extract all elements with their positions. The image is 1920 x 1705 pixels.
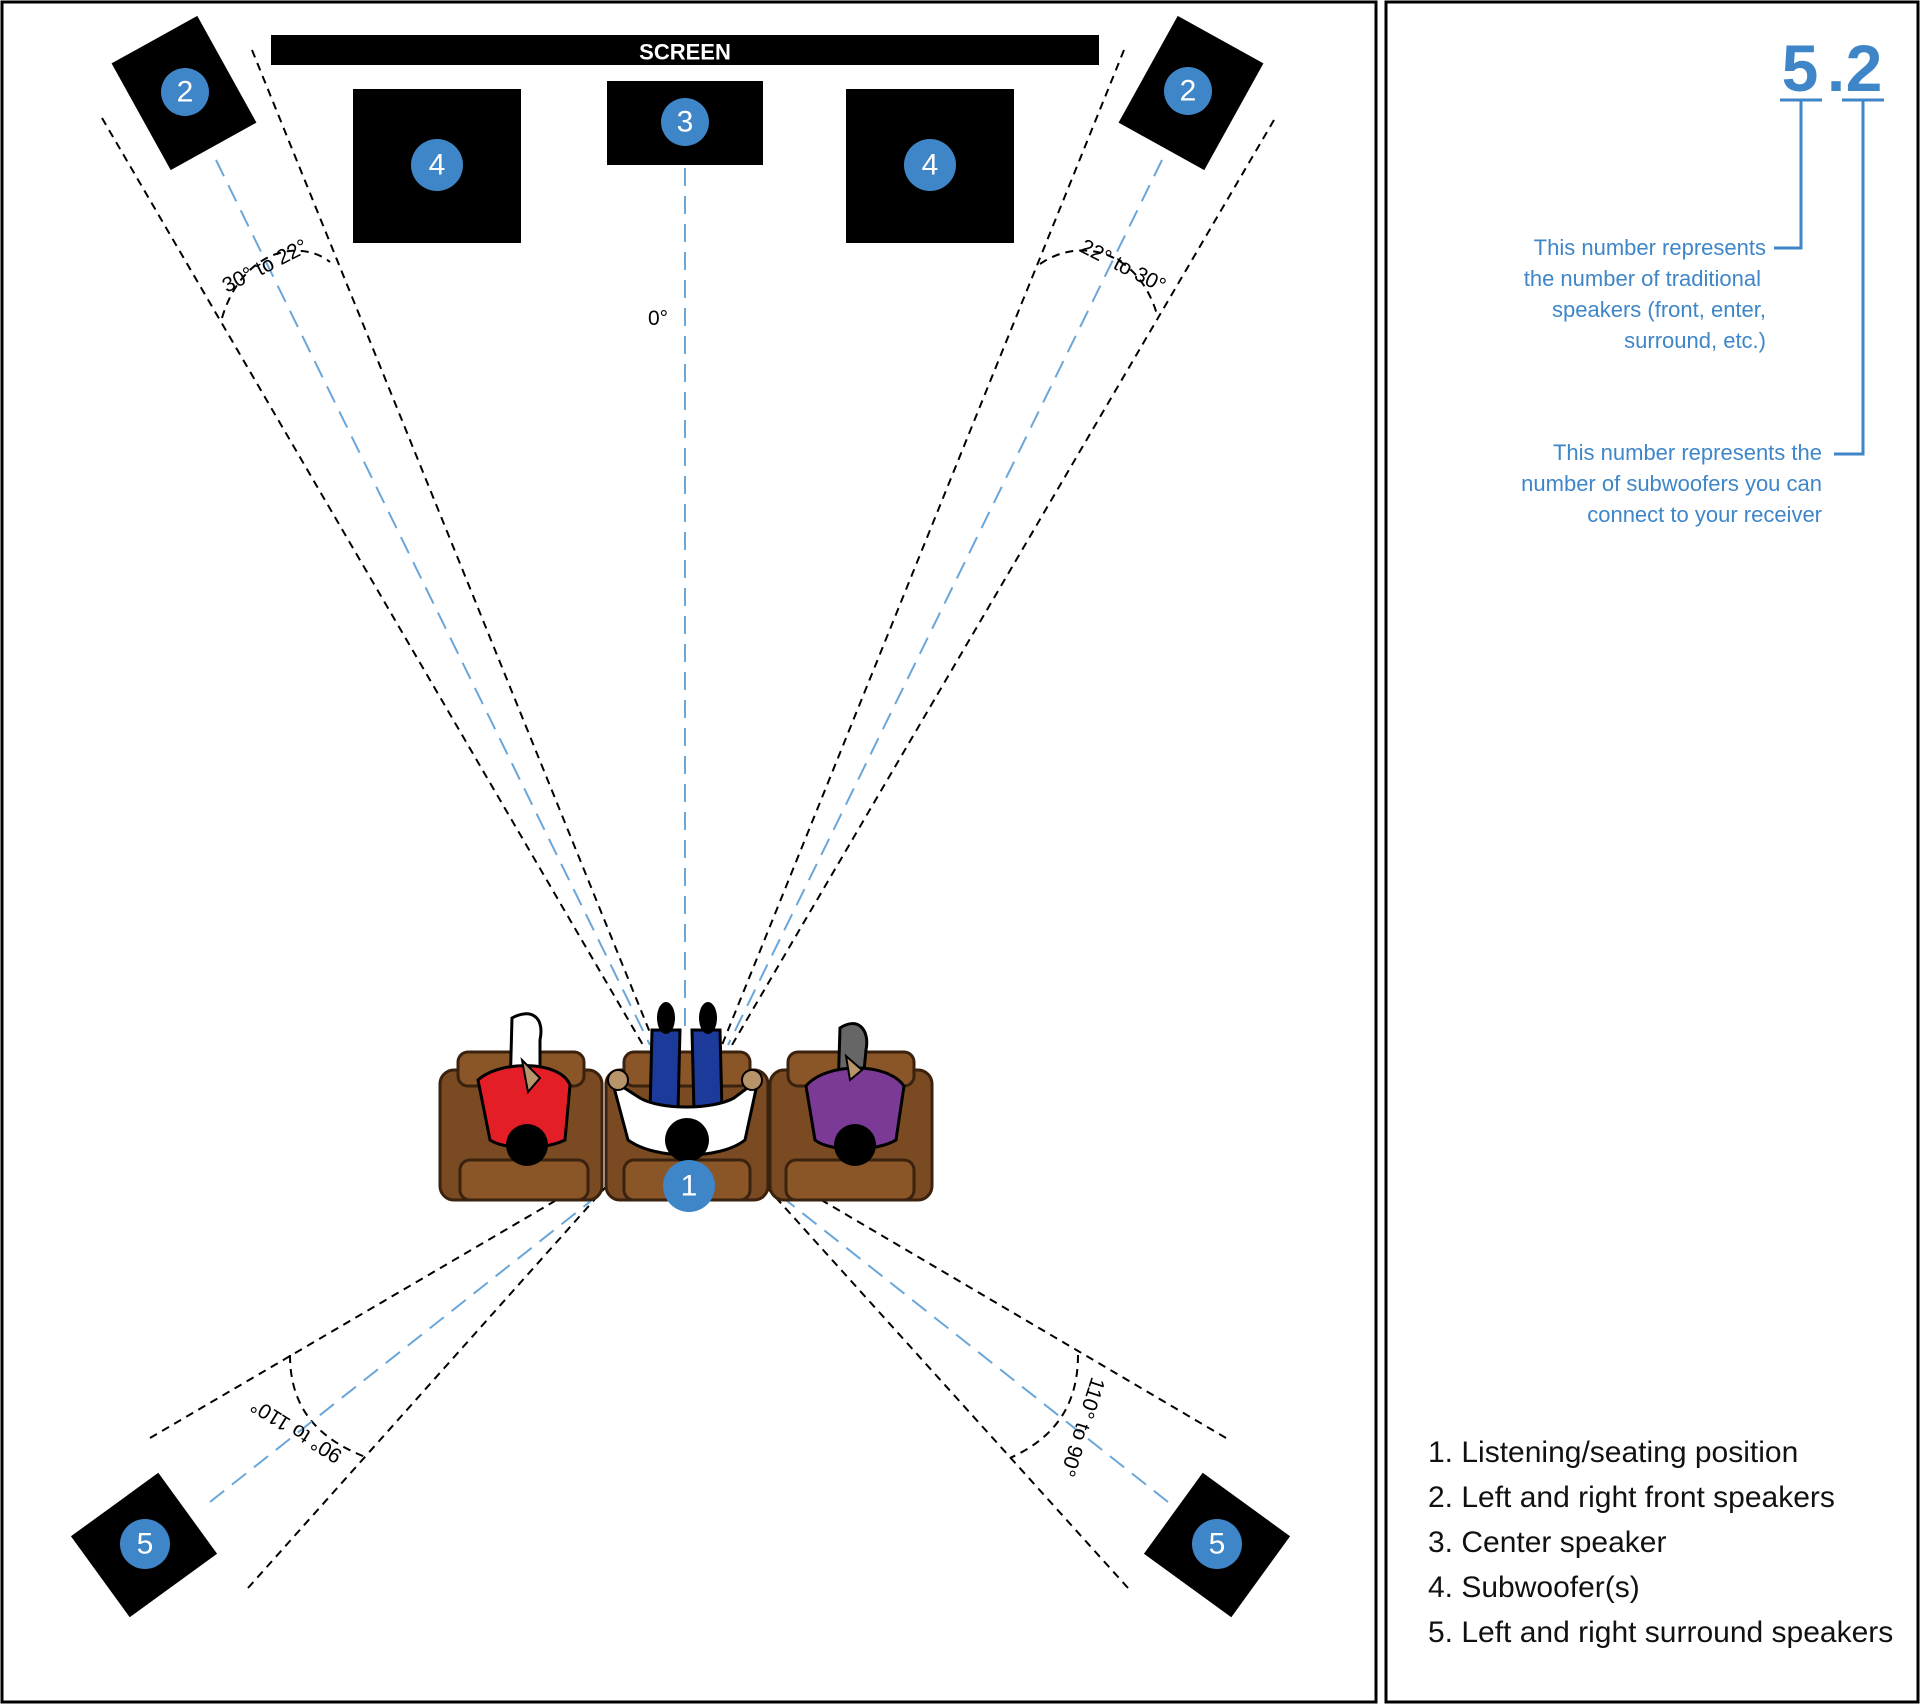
rear-right-angle-label: 110° to 90°: [1055, 1375, 1109, 1480]
left-subwoofer: 4: [353, 89, 521, 243]
number-sub: 2: [1846, 31, 1883, 105]
svg-text:surround, etc.): surround, etc.): [1624, 328, 1766, 353]
svg-text:3: 3: [677, 106, 694, 139]
legend-item: 4. Subwoofer(s): [1428, 1571, 1640, 1604]
svg-text:This number represents: This number represents: [1534, 235, 1766, 260]
svg-text:5: 5: [137, 1528, 154, 1561]
person-purple-shirt: [804, 1022, 906, 1166]
subwoofers-note: This number represents the number of sub…: [1521, 440, 1822, 527]
speaker-axis-lines: [209, 159, 1169, 1503]
rear-angle-lines: [149, 1179, 1227, 1589]
front-right-speaker: 2: [1118, 15, 1264, 171]
svg-text:4: 4: [922, 149, 939, 182]
screen: SCREEN: [271, 35, 1099, 65]
surround-right-speaker: 5: [1143, 1472, 1291, 1618]
svg-text:4: 4: [429, 149, 446, 182]
legend-item: 3. Center speaker: [1428, 1526, 1666, 1559]
surround-left-speaker: 5: [70, 1472, 218, 1618]
legend-item: 1. Listening/seating position: [1428, 1436, 1798, 1469]
svg-text:2: 2: [177, 76, 194, 109]
svg-text:number of subwoofers you can: number of subwoofers you can: [1521, 471, 1822, 496]
seating-area: 1: [438, 1002, 934, 1212]
svg-text:2: 2: [1180, 75, 1197, 108]
svg-text:connect to your receiver: connect to your receiver: [1587, 502, 1822, 527]
legend-item: 5. Left and right surround speakers: [1428, 1616, 1893, 1649]
person-red-shirt: [476, 1012, 572, 1166]
rear-left-angle-label: 90° to 110°: [247, 1394, 346, 1468]
right-subwoofer: 4: [846, 89, 1014, 243]
svg-text:This number represents the: This number represents the: [1553, 440, 1822, 465]
svg-text:speakers (front, enter,: speakers (front, enter,: [1552, 297, 1766, 322]
number-main: 5: [1782, 31, 1819, 105]
front-left-speaker: 2: [111, 15, 257, 171]
center-angle-label: 0°: [648, 307, 668, 330]
legend-item: 2. Left and right front speakers: [1428, 1481, 1835, 1514]
listening-position-badge: 1: [663, 1160, 715, 1212]
front-right-angle-label: 22° to 30°: [1076, 235, 1169, 298]
screen-label: SCREEN: [639, 40, 731, 65]
center-speaker: 3: [607, 81, 763, 165]
svg-text:5: 5: [1209, 1528, 1226, 1561]
room-panel: [0, 0, 1378, 1704]
svg-text:the number of traditional: the number of traditional: [1524, 266, 1761, 291]
svg-text:1: 1: [681, 1170, 698, 1203]
front-left-angle-label: 30° to 22°: [219, 235, 312, 298]
front-angle-lines: [101, 49, 1275, 1046]
legend: 1. Listening/seating position 2. Left an…: [1428, 1436, 1893, 1649]
configuration-number: 5 . 2: [1774, 31, 1884, 456]
person-white-shirt: [607, 1002, 763, 1162]
number-dot: .: [1827, 31, 1845, 105]
speakers-note: This number represents the number of tra…: [1524, 235, 1766, 353]
info-panel: [1384, 0, 1920, 1704]
